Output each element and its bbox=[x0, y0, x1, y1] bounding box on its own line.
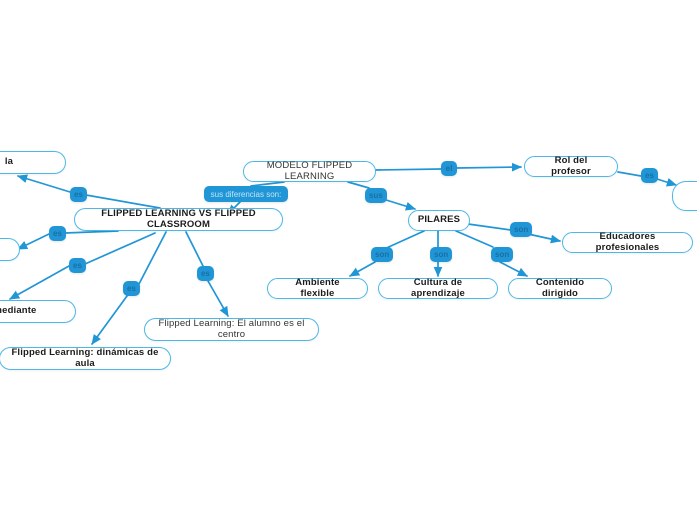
edge-e_rol_esrol bbox=[617, 171, 642, 177]
concept-node-label: Cultura de aprendizaje bbox=[411, 276, 465, 299]
concept-node-cultura[interactable]: Cultura de aprendizaje bbox=[378, 276, 498, 299]
edge-e_son1_educ bbox=[527, 233, 561, 244]
concept-node-contenido[interactable]: Contenido dirigido bbox=[508, 276, 612, 299]
concept-node-alumno[interactable]: Flipped Learning: El alumno es el centro bbox=[144, 318, 319, 341]
relation-label-es_5[interactable]: es bbox=[197, 266, 214, 281]
edge-e_esrol_cutright bbox=[656, 178, 677, 187]
relation-label-es_4[interactable]: es bbox=[123, 281, 140, 296]
relation-label-es_rol[interactable]: es bbox=[641, 168, 658, 183]
relation-label-son_3[interactable]: son bbox=[430, 247, 453, 262]
relation-label-text: es bbox=[201, 269, 210, 278]
concept-node-label: Contenido dirigido bbox=[535, 276, 585, 299]
relation-label-text: son bbox=[514, 225, 529, 234]
edge-e_son4_contenido bbox=[499, 261, 528, 277]
concept-node-ambiente[interactable]: Ambiente flexible bbox=[267, 276, 368, 299]
edge-e_central_es3 bbox=[84, 232, 156, 265]
concept-node-central[interactable]: FLIPPED LEARNING VS FLIPPED CLASSROOM bbox=[74, 208, 283, 231]
relation-label-sus[interactable]: sus bbox=[365, 188, 387, 203]
relation-label-text: es bbox=[645, 171, 654, 180]
edge-e_pilares_son4 bbox=[455, 230, 494, 248]
relation-label-text: el bbox=[445, 164, 453, 173]
edge-e_es5_alumno bbox=[207, 280, 229, 317]
edge-e_modelo_sus bbox=[347, 181, 370, 189]
relation-label-text: sus bbox=[369, 191, 383, 200]
edge-e_sus_pilares bbox=[382, 198, 416, 211]
edge-e_modelo_el bbox=[375, 168, 442, 171]
concept-node-label: FLIPPED LEARNING VS FLIPPED CLASSROOM bbox=[101, 207, 256, 230]
concept-node-label: Flipped Learning: dinámicas de aula bbox=[11, 346, 159, 369]
concept-node-cut_empty[interactable] bbox=[0, 238, 20, 261]
relation-label-text: es bbox=[127, 284, 136, 293]
edge-e_pilares_son1 bbox=[467, 223, 512, 231]
concept-node-label: Rol del profesor bbox=[551, 154, 591, 177]
relation-label-son_1[interactable]: son bbox=[510, 222, 533, 237]
relation-label-es_2[interactable]: es bbox=[49, 226, 66, 241]
edge-e_es1_cutla bbox=[17, 174, 71, 193]
concept-node-label: Educadores profesionales bbox=[595, 230, 660, 253]
concept-node-label: la bbox=[4, 156, 14, 168]
edge-e_el_rol bbox=[456, 162, 523, 172]
relation-label-text: es bbox=[74, 190, 83, 199]
relation-label-son_4[interactable]: son bbox=[491, 247, 514, 262]
relation-label-text: es bbox=[53, 229, 62, 238]
concept-node-label: PILARES bbox=[417, 214, 461, 226]
edge-e_central_es4 bbox=[138, 231, 167, 285]
edge-e_es3_mediante bbox=[9, 265, 70, 300]
relation-label-diferencias[interactable]: sus diferencias son: bbox=[204, 186, 288, 202]
edge-e_central_es1 bbox=[85, 194, 161, 209]
relation-label-son_2[interactable]: son bbox=[371, 247, 394, 262]
concept-node-rol[interactable]: Rol del profesor bbox=[524, 154, 618, 177]
concept-node-modelo[interactable]: MODELO FLIPPED LEARNING bbox=[243, 159, 376, 182]
concept-node-pilares[interactable]: PILARES bbox=[408, 210, 470, 231]
concept-node-cut_right[interactable]: G e bbox=[672, 181, 697, 211]
concept-node-educ[interactable]: Educadores profesionales bbox=[562, 230, 693, 253]
concept-node-label: MODELO FLIPPED LEARNING bbox=[266, 159, 353, 182]
relation-label-text: son bbox=[495, 250, 510, 259]
concept-node-label: Flipped Learning: El alumno es el centro bbox=[158, 317, 305, 340]
relation-label-es_3[interactable]: es bbox=[69, 258, 86, 273]
edge-e_es2_cutempty bbox=[17, 233, 50, 250]
edge-e_son2_ambiente bbox=[349, 261, 376, 277]
relation-label-es_1[interactable]: es bbox=[70, 187, 87, 202]
concept-node-cut_mediante[interactable]: mediante bbox=[0, 300, 76, 323]
concept-node-cut_la[interactable]: la bbox=[0, 151, 66, 174]
edge-e_central_es5 bbox=[185, 231, 204, 267]
edge-e_es4_dinamicas bbox=[91, 295, 128, 345]
relation-label-text: son bbox=[375, 250, 390, 259]
concept-node-dinamicas[interactable]: Flipped Learning: dinámicas de aula bbox=[0, 347, 171, 370]
relation-label-text: es bbox=[73, 261, 82, 270]
concept-node-label: mediante bbox=[0, 305, 37, 317]
concept-node-label: Ambiente flexible bbox=[295, 276, 340, 299]
relation-label-text: son bbox=[434, 250, 449, 259]
relation-label-el[interactable]: el bbox=[441, 161, 457, 176]
relation-label-text: sus diferencias son: bbox=[210, 189, 282, 199]
edge-e_central_es2 bbox=[64, 230, 119, 234]
